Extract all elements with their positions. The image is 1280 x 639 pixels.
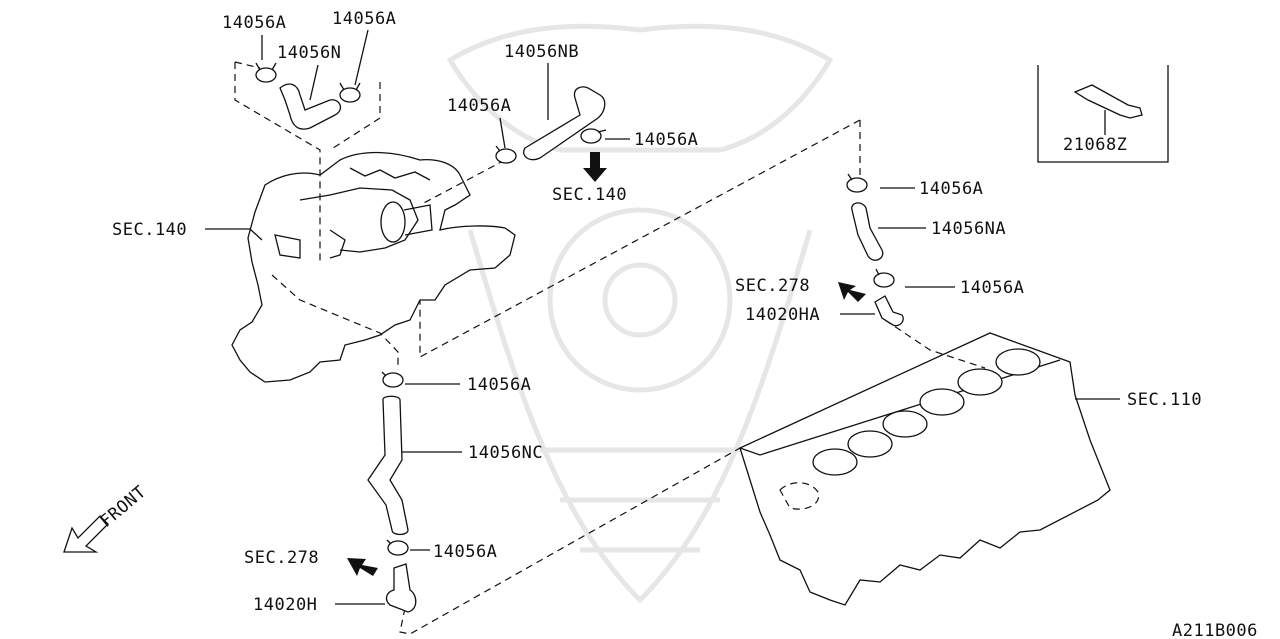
label-clamp-low: 14056A xyxy=(467,375,531,395)
valve-14020H xyxy=(385,563,417,613)
label-clamp-mid: 14056A xyxy=(447,96,511,116)
label-tube-21068z: 21068Z xyxy=(1063,135,1127,155)
clamp-nb xyxy=(580,128,607,144)
label-hose-na: 14056NA xyxy=(931,219,1006,239)
cylinder-head-sketch xyxy=(739,332,1111,606)
label-clamp-nb: 14056A xyxy=(634,130,698,150)
label-sec278-left: SEC.278 xyxy=(244,548,319,568)
label-valve-ha: 14020HA xyxy=(745,305,820,325)
watermark-emblem xyxy=(446,23,834,604)
label-clamp-top-right: 14056A xyxy=(332,9,396,29)
hose-14056NC xyxy=(367,395,409,536)
valve-14020HA xyxy=(874,295,904,327)
label-sec110: SEC.110 xyxy=(1127,390,1202,410)
front-arrow-icon xyxy=(63,515,109,553)
label-hose-nb: 14056NB xyxy=(504,42,579,62)
arrow-sec278-left-icon xyxy=(347,558,378,576)
hose-14056NB xyxy=(523,86,606,161)
label-clamp-top-left: 14056A xyxy=(222,13,286,33)
label-clamp-bottom: 14056A xyxy=(433,542,497,562)
clamp-top-left xyxy=(255,62,277,83)
label-leaders xyxy=(205,29,1120,605)
clamp-bottom xyxy=(386,539,409,556)
label-clamp-right-2: 14056A xyxy=(960,278,1024,298)
label-sec140-arrow: SEC.140 xyxy=(552,185,627,205)
tube-21068Z-box xyxy=(1037,65,1169,163)
clamp-low xyxy=(381,371,404,388)
label-front: FRONT xyxy=(96,482,150,532)
intake-manifold-sketch xyxy=(231,151,516,383)
diagram-id: A211B006 xyxy=(1172,621,1258,639)
arrow-sec278-right-icon xyxy=(838,282,866,302)
label-sec278-right: SEC.278 xyxy=(735,276,810,296)
label-clamp-right-1: 14056A xyxy=(919,179,983,199)
label-hose-n: 14056N xyxy=(277,43,341,63)
clamp-right-1 xyxy=(846,173,868,193)
label-hose-nc: 14056NC xyxy=(468,443,543,463)
dashed-connections xyxy=(234,61,986,635)
label-valve-h: 14020H xyxy=(253,595,317,615)
clamp-mid xyxy=(495,145,517,164)
arrow-down-icon xyxy=(583,152,607,182)
clamp-right-2 xyxy=(873,268,895,288)
clamp-top-right xyxy=(339,82,361,103)
hose-14056NA xyxy=(851,202,884,261)
hose-14056N xyxy=(279,83,342,130)
label-sec140-left: SEC.140 xyxy=(112,220,187,240)
